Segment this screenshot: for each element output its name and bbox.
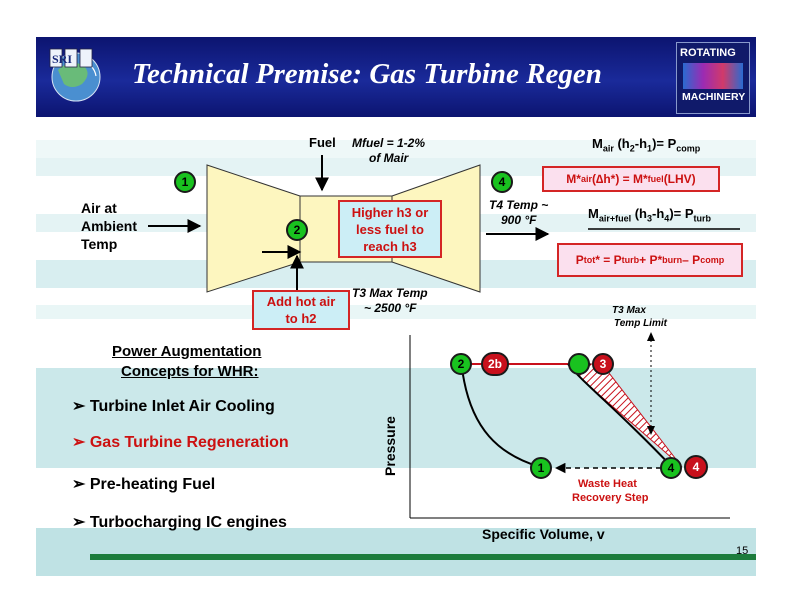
t4-note-line2: 900 °F <box>501 213 537 227</box>
combustor-note-line2: less fuel to <box>356 221 424 237</box>
concept-item-highlighted: ➢ Gas Turbine Regeneration <box>72 434 289 451</box>
compressor-power-equation: Mair (h2-h1)= Pcomp <box>592 136 701 154</box>
add-hot-air-line1: Add hot air <box>266 294 336 309</box>
concept-item: ➢ Pre-heating Fuel <box>72 476 216 493</box>
t4-note-line1: T4 Temp ~ <box>489 198 549 212</box>
mfuel-note-line2: of Mair <box>369 151 409 165</box>
air-in-line3: Temp <box>81 236 118 252</box>
pv-x-axis-label: Specific Volume, v <box>482 526 605 542</box>
fuel-energy-equation-box: M*air (∆h*) = M*fuel (LHV) <box>542 166 720 192</box>
air-in-line2: Ambient <box>81 218 137 234</box>
waste-heat-line2: Recovery Step <box>572 492 649 504</box>
t3-limit-line2: Temp Limit <box>614 318 667 329</box>
background-band <box>36 305 756 319</box>
title-bar <box>36 37 756 117</box>
state-2-marker: 2 <box>286 219 308 241</box>
pv-point-4-green: 4 <box>660 457 682 479</box>
add-hot-air-line2: to h2 <box>285 311 317 326</box>
pv-point-2: 2 <box>450 353 472 375</box>
state-4-marker: 4 <box>491 171 513 193</box>
background-band <box>36 140 756 158</box>
concepts-heading-line2: Concepts for WHR: <box>121 363 259 380</box>
air-in-line1: Air at <box>81 200 117 216</box>
rotating-machinery-logo: ROTATING MACHINERY <box>676 42 750 114</box>
footer-bar <box>90 554 756 560</box>
pv-point-2-hidden <box>568 353 590 375</box>
background-band <box>36 528 756 576</box>
pv-point-2b: 2b <box>481 352 509 376</box>
pv-point-3: 3 <box>592 353 614 375</box>
waste-heat-line1: Waste Heat <box>578 478 637 490</box>
fuel-label: Fuel <box>309 135 336 150</box>
expansion-curve <box>567 363 673 468</box>
combustor-note-line1: Higher h3 or <box>351 204 429 220</box>
combustor-note-line3: reach h3 <box>363 238 417 254</box>
concept-item: ➢ Turbine Inlet Air Cooling <box>72 398 275 415</box>
pv-point-1: 1 <box>530 457 552 479</box>
mfuel-note-line1: Mfuel = 1-2% <box>352 136 426 150</box>
concepts-heading-line1: Power Augmentation <box>112 343 262 360</box>
add-hot-air-box: Add hot air to h2 <box>252 290 350 330</box>
t3-note-line2: ~ 2500 °F <box>364 301 417 315</box>
t3-limit-arrow-head-top <box>647 332 655 341</box>
page-title: Technical Premise: Gas Turbine Regen <box>132 58 602 90</box>
compression-curve <box>461 367 541 468</box>
concept-item: ➢ Turbocharging IC engines <box>72 514 287 531</box>
pv-y-axis-label: Pressure <box>381 416 398 476</box>
sri-logo-letter-s: SRI <box>52 52 72 66</box>
t3-limit-arrow-head-bottom <box>647 426 655 435</box>
logo-graphic <box>683 63 743 89</box>
pv-point-4: 4 <box>684 455 708 479</box>
combustor-note-box: Higher h3 or less fuel to reach h3 <box>338 200 442 258</box>
sri-logo: SRI <box>44 44 116 106</box>
page-number: 15 <box>736 545 749 557</box>
logo-line-1: ROTATING <box>680 47 736 59</box>
logo-line-2: MACHINERY <box>682 91 746 103</box>
t3-note-line1: T3 Max Temp <box>352 286 428 300</box>
turbine-power-equation: Mair+fuel (h3-h4)= Pturb <box>588 206 712 224</box>
state-1-marker: 1 <box>174 171 196 193</box>
t3-limit-line1: T3 Max <box>612 305 646 316</box>
regen-hatched-area <box>566 363 683 468</box>
